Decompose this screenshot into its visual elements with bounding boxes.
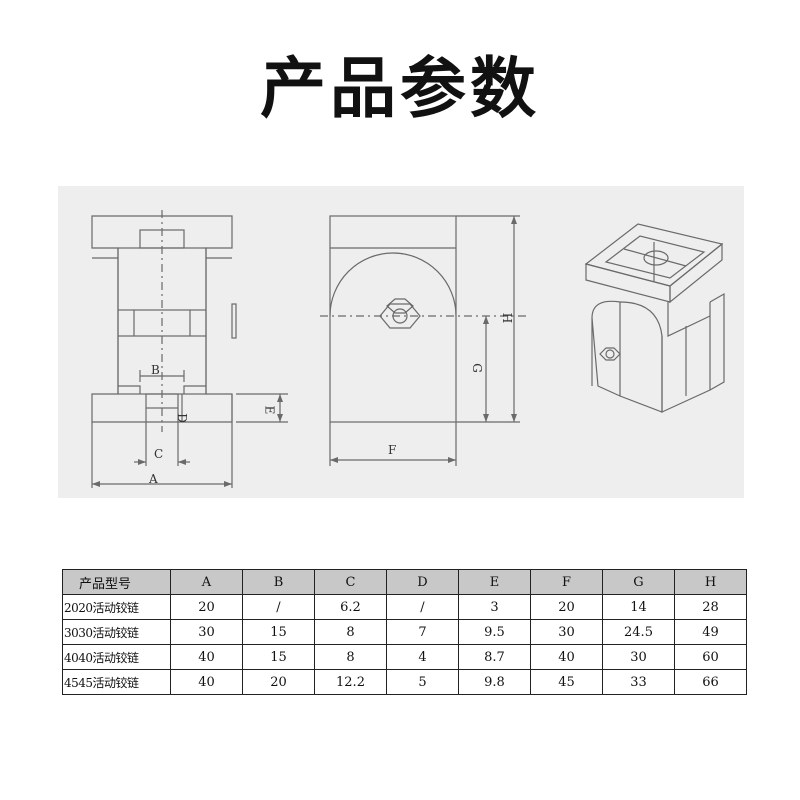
model-cell: 3030活动铰链 bbox=[62, 619, 171, 645]
table-row: 3030活动铰链 30 15 8 7 9.5 30 24.5 49 bbox=[62, 619, 747, 645]
header-cell: H bbox=[674, 569, 747, 595]
side-view-drawing bbox=[320, 215, 528, 466]
table-cell: 40 bbox=[170, 644, 243, 670]
header-cell: F bbox=[530, 569, 603, 595]
header-cell: C bbox=[314, 569, 387, 595]
header-cell: A bbox=[170, 569, 243, 595]
table-cell: 9.8 bbox=[458, 669, 531, 695]
table-row: 2020活动铰链 20 / 6.2 / 3 20 14 28 bbox=[62, 594, 747, 620]
dim-label-b: B bbox=[151, 363, 160, 377]
table-cell: 60 bbox=[674, 644, 747, 670]
table-cell: 8 bbox=[314, 644, 387, 670]
table-cell: 49 bbox=[674, 619, 747, 645]
table-cell: 40 bbox=[170, 669, 243, 695]
table-cell: / bbox=[386, 594, 459, 620]
table-cell: / bbox=[242, 594, 315, 620]
table-cell: 30 bbox=[530, 619, 603, 645]
table-cell: 28 bbox=[674, 594, 747, 620]
table-cell: 30 bbox=[602, 644, 675, 670]
header-cell: B bbox=[242, 569, 315, 595]
dim-label-g: G bbox=[469, 363, 484, 373]
table-cell: 20 bbox=[242, 669, 315, 695]
model-cell: 2020活动铰链 bbox=[62, 594, 171, 620]
model-cell: 4545活动铰链 bbox=[62, 669, 171, 695]
dim-label-c: C bbox=[154, 447, 164, 461]
table-cell: 33 bbox=[602, 669, 675, 695]
table-cell: 30 bbox=[170, 619, 243, 645]
table-cell: 20 bbox=[170, 594, 243, 620]
table-header-row: 产品型号 A B C D E F G H bbox=[62, 569, 747, 595]
table-cell: 15 bbox=[242, 619, 315, 645]
header-cell: E bbox=[458, 569, 531, 595]
table-cell: 66 bbox=[674, 669, 747, 695]
table-cell: 24.5 bbox=[602, 619, 675, 645]
table-cell: 40 bbox=[530, 644, 603, 670]
table-cell: 5 bbox=[386, 669, 459, 695]
table-cell: 9.5 bbox=[458, 619, 531, 645]
table-cell: 8 bbox=[314, 619, 387, 645]
front-view-drawing bbox=[91, 210, 288, 488]
table-cell: 8.7 bbox=[458, 644, 531, 670]
header-cell: D bbox=[386, 569, 459, 595]
dim-label-e: E bbox=[262, 405, 277, 415]
table-cell: 14 bbox=[602, 594, 675, 620]
header-cell: 产品型号 bbox=[62, 569, 171, 595]
isometric-view-drawing bbox=[584, 223, 725, 413]
table-cell: 3 bbox=[458, 594, 531, 620]
technical-drawing bbox=[91, 210, 725, 488]
dim-label-d: D bbox=[174, 413, 189, 423]
dim-label-f: F bbox=[388, 443, 397, 457]
table-cell: 15 bbox=[242, 644, 315, 670]
dim-label-a: A bbox=[149, 472, 158, 486]
model-cell: 4040活动铰链 bbox=[62, 644, 171, 670]
table-cell: 6.2 bbox=[314, 594, 387, 620]
spec-table: 产品型号 A B C D E F G H 2020活动铰链 20 / 6.2 /… bbox=[62, 569, 747, 695]
table-cell: 12.2 bbox=[314, 669, 387, 695]
table-row: 4545活动铰链 40 20 12.2 5 9.8 45 33 66 bbox=[62, 669, 747, 695]
header-cell: G bbox=[602, 569, 675, 595]
table-cell: 45 bbox=[530, 669, 603, 695]
dim-label-h: H bbox=[500, 312, 515, 324]
table-row: 4040活动铰链 40 15 8 4 8.7 40 30 60 bbox=[62, 644, 747, 670]
table-cell: 4 bbox=[386, 644, 459, 670]
table-cell: 7 bbox=[386, 619, 459, 645]
page-title: 产品参数 bbox=[260, 50, 540, 127]
table-cell: 20 bbox=[530, 594, 603, 620]
technical-drawing-panel: B C A D E F G H bbox=[58, 186, 744, 498]
